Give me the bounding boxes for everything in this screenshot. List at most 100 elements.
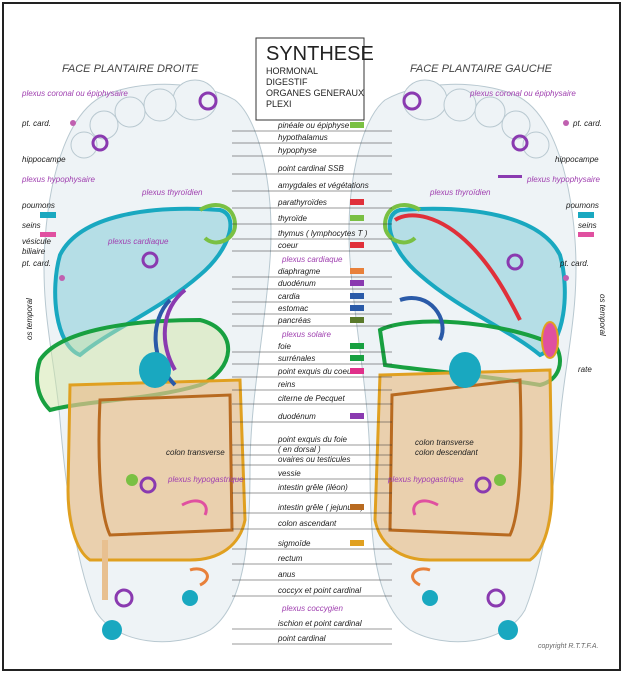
right-hypophysaire-swatch	[498, 175, 522, 178]
left-os-temporal: os temporal	[25, 298, 34, 340]
center-label-1: hypothalamus	[278, 133, 328, 142]
left-biliaire: biliaire	[22, 247, 46, 256]
center-label-30: coccyx et point cardinal	[278, 586, 361, 595]
right-heel-point	[498, 620, 518, 640]
copyright: copyright R.T.T.F.A.	[538, 643, 598, 650]
right-poumons-swatch	[578, 212, 594, 218]
center-label-swatch-16	[350, 368, 364, 374]
center-label-31: ischion et point cardinal	[278, 619, 362, 628]
center-label-2: hypophyse	[278, 146, 317, 155]
center-label-swatch-19	[350, 413, 364, 419]
center-label-28: rectum	[278, 554, 303, 563]
right-toe-3	[475, 97, 505, 127]
left-kidney	[139, 352, 171, 388]
right-rate: rate	[578, 365, 592, 374]
center-label-14: foie	[278, 342, 291, 351]
center-label-7: thymus ( lymphocytes T )	[278, 229, 368, 238]
left-seins: seins	[22, 221, 41, 230]
center-label-swatch-12	[350, 305, 364, 311]
left-heel-point	[102, 620, 122, 640]
left-poumons-swatch	[40, 212, 56, 218]
synthese-line-3: ORGANES GENERAUX	[266, 88, 364, 98]
center-label-swatch-8	[350, 242, 364, 248]
center-label-swatch-11	[350, 293, 364, 299]
left-pt-card-2-dot	[59, 275, 65, 281]
left-plexus-hypophysaire: plexus hypophysaire	[21, 175, 95, 184]
left-plexus-cardiaque: plexus cardiaque	[107, 237, 169, 246]
left-vesicule: vésicule	[22, 237, 51, 246]
right-poumons: poumons	[565, 201, 599, 210]
center-label-12: estomac	[278, 304, 308, 313]
right-toe-1	[403, 80, 447, 120]
right-plexus-hypophysaire: plexus hypophysaire	[526, 175, 600, 184]
heading-right: FACE PLANTAIRE GAUCHE	[410, 63, 553, 75]
center-label-swatch-13	[350, 317, 364, 323]
center-label-swatch-5	[350, 199, 364, 205]
left-plexus-thyroidien: plexus thyroïdien	[141, 188, 203, 197]
left-pt-card-1-dot	[70, 120, 76, 126]
center-label-13: pancréas	[277, 316, 311, 325]
center-label-22: ovaires ou testicules	[278, 455, 350, 464]
left-hippocampe: hippocampe	[22, 155, 66, 164]
right-pt-card-2: pt. card.	[559, 259, 589, 268]
center-label-4: amygdales et végétations	[278, 181, 369, 190]
right-toe-4	[502, 111, 530, 139]
center-label-9: diaphragme	[278, 267, 321, 276]
center-label-swatch-27	[350, 540, 364, 546]
left-pt-card-2: pt. card.	[21, 259, 51, 268]
center-label-17: reins	[278, 380, 295, 389]
synthese-line-1: HORMONAL	[266, 66, 318, 76]
synthese-line-2: DIGESTIF	[266, 77, 308, 87]
center-label-swatch-10	[350, 280, 364, 286]
center-plexus-coccygien: plexus coccygien	[281, 604, 343, 613]
center-plexus-cardiaque: plexus cardiaque	[281, 255, 343, 264]
right-kidney	[449, 352, 481, 388]
right-hippocampe: hippocampe	[555, 155, 599, 164]
center-label-32: point cardinal	[277, 634, 326, 643]
heading-left: FACE PLANTAIRE DROITE	[62, 63, 199, 75]
center-label-swatch-25	[350, 504, 364, 510]
right-seins-swatch	[578, 232, 594, 237]
left-toe-2	[144, 89, 176, 121]
center-label-23: vessie	[278, 469, 301, 478]
center-label-16: point exquis du coeur	[277, 367, 354, 376]
left-poumons: poumons	[21, 201, 55, 210]
center-label-29: anus	[278, 570, 295, 579]
center-label-27: sigmoïde	[278, 539, 311, 548]
center-label-18: citerne de Pecquet	[278, 394, 345, 403]
center-label-21: ( en dorsal )	[278, 445, 321, 454]
left-coccyx-point	[182, 590, 198, 606]
right-plexus-hypogastrique: plexus hypogastrique	[387, 475, 464, 484]
center-plexus-solaire: plexus solaire	[281, 330, 331, 339]
center-label-6: thyroïde	[278, 214, 307, 223]
left-toe-4	[90, 111, 118, 139]
right-spleen	[542, 322, 558, 358]
center-label-15: surrénales	[278, 354, 315, 363]
right-ovary-point	[494, 474, 506, 486]
center-label-swatch-14	[350, 343, 364, 349]
center-label-5: parathyroïdes	[277, 198, 327, 207]
center-label-swatch-0	[350, 122, 364, 128]
right-os-temporal: os temporal	[598, 294, 607, 336]
center-label-0: pinéale ou épiphyse	[277, 121, 350, 130]
right-pt-card-1: pt. card.	[572, 119, 602, 128]
left-pt-card-1: pt. card.	[21, 119, 51, 128]
left-plexus-hypogastrique: plexus hypogastrique	[167, 475, 244, 484]
right-seins: seins	[578, 221, 597, 230]
left-ovary-point	[126, 474, 138, 486]
center-label-swatch-15	[350, 355, 364, 361]
center-label-swatch-9	[350, 268, 364, 274]
center-label-8: coeur	[278, 241, 298, 250]
center-label-3: point cardinal SSB	[277, 164, 344, 173]
right-pt-card-1-dot	[563, 120, 569, 126]
center-label-11: cardia	[278, 292, 300, 301]
left-toe-3	[115, 97, 145, 127]
center-label-19: duodénum	[278, 412, 316, 421]
left-toe-1	[173, 80, 217, 120]
left-colon-transverse: colon transverse	[166, 448, 225, 457]
left-plexus-coronal: plexus coronal ou épiphysaire	[21, 89, 128, 98]
center-label-swatch-6	[350, 215, 364, 221]
right-pt-card-2-dot	[563, 275, 569, 281]
